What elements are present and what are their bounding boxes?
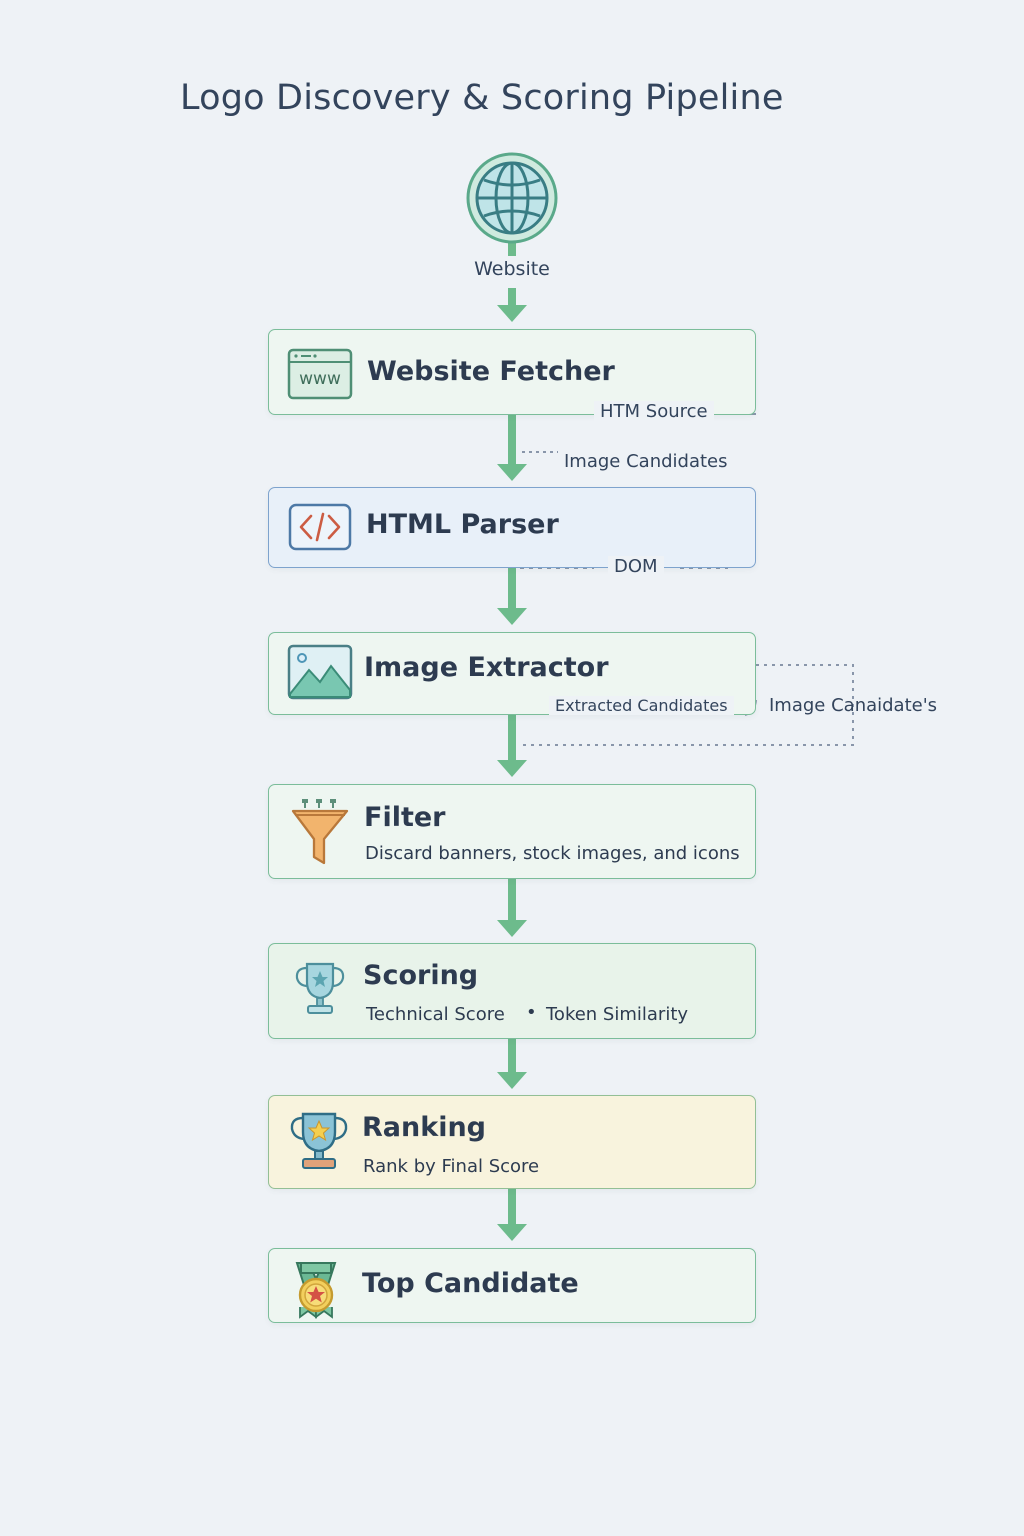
card-title: Top Candidate [362, 1268, 579, 1299]
card-title: Ranking [362, 1112, 486, 1143]
code-icon [287, 502, 353, 554]
edge-label-image-candidates: Image Candidates [558, 451, 734, 472]
subtitle-separator: • [526, 1002, 537, 1023]
step-filter[interactable]: Filter Discard banners, stock images, an… [268, 784, 756, 879]
edge-label-dom: DOM [608, 556, 664, 577]
card-subtitle-left: Technical Score [366, 1004, 505, 1025]
svg-text:www: www [299, 369, 341, 389]
medal-icon [291, 1261, 357, 1319]
card-title: Website Fetcher [367, 356, 615, 387]
image-icon [287, 644, 353, 700]
card-subtitle: Rank by Final Score [363, 1156, 540, 1177]
step-image-extractor[interactable]: Image Extractor [268, 632, 756, 715]
step-ranking[interactable]: Ranking Rank by Final Score [268, 1095, 756, 1189]
step-html-parser[interactable]: HTML Parser [268, 487, 756, 568]
page-title: Logo Discovery & Scoring Pipeline [180, 78, 784, 118]
card-title: Filter [364, 802, 446, 833]
card-title: Image Extractor [364, 652, 609, 683]
card-title: HTML Parser [366, 509, 559, 540]
edge-label-html-source: HTM Source [594, 401, 714, 422]
edge-label-extracted-candidates: Extracted Candidates [549, 696, 734, 715]
website-node [464, 152, 560, 248]
step-website-fetcher[interactable]: www Website Fetcher [268, 329, 756, 415]
card-subtitle: Discard banners, stock images, and icons [365, 843, 740, 864]
edge-label-image-candidates-loop: Image Canaidate's [769, 695, 938, 716]
funnel-icon [289, 799, 355, 865]
trophy-icon [293, 958, 359, 1014]
gold-trophy-icon [288, 1109, 354, 1169]
step-scoring[interactable]: Scoring Technical Score • Token Similari… [268, 943, 756, 1039]
globe-icon [466, 152, 558, 244]
card-title: Scoring [363, 960, 479, 991]
step-top-candidate[interactable]: Top Candidate [268, 1248, 756, 1323]
card-subtitle-right: Token Similarity [546, 1004, 689, 1025]
website-label: Website [474, 258, 550, 280]
www-icon: www [287, 348, 353, 400]
